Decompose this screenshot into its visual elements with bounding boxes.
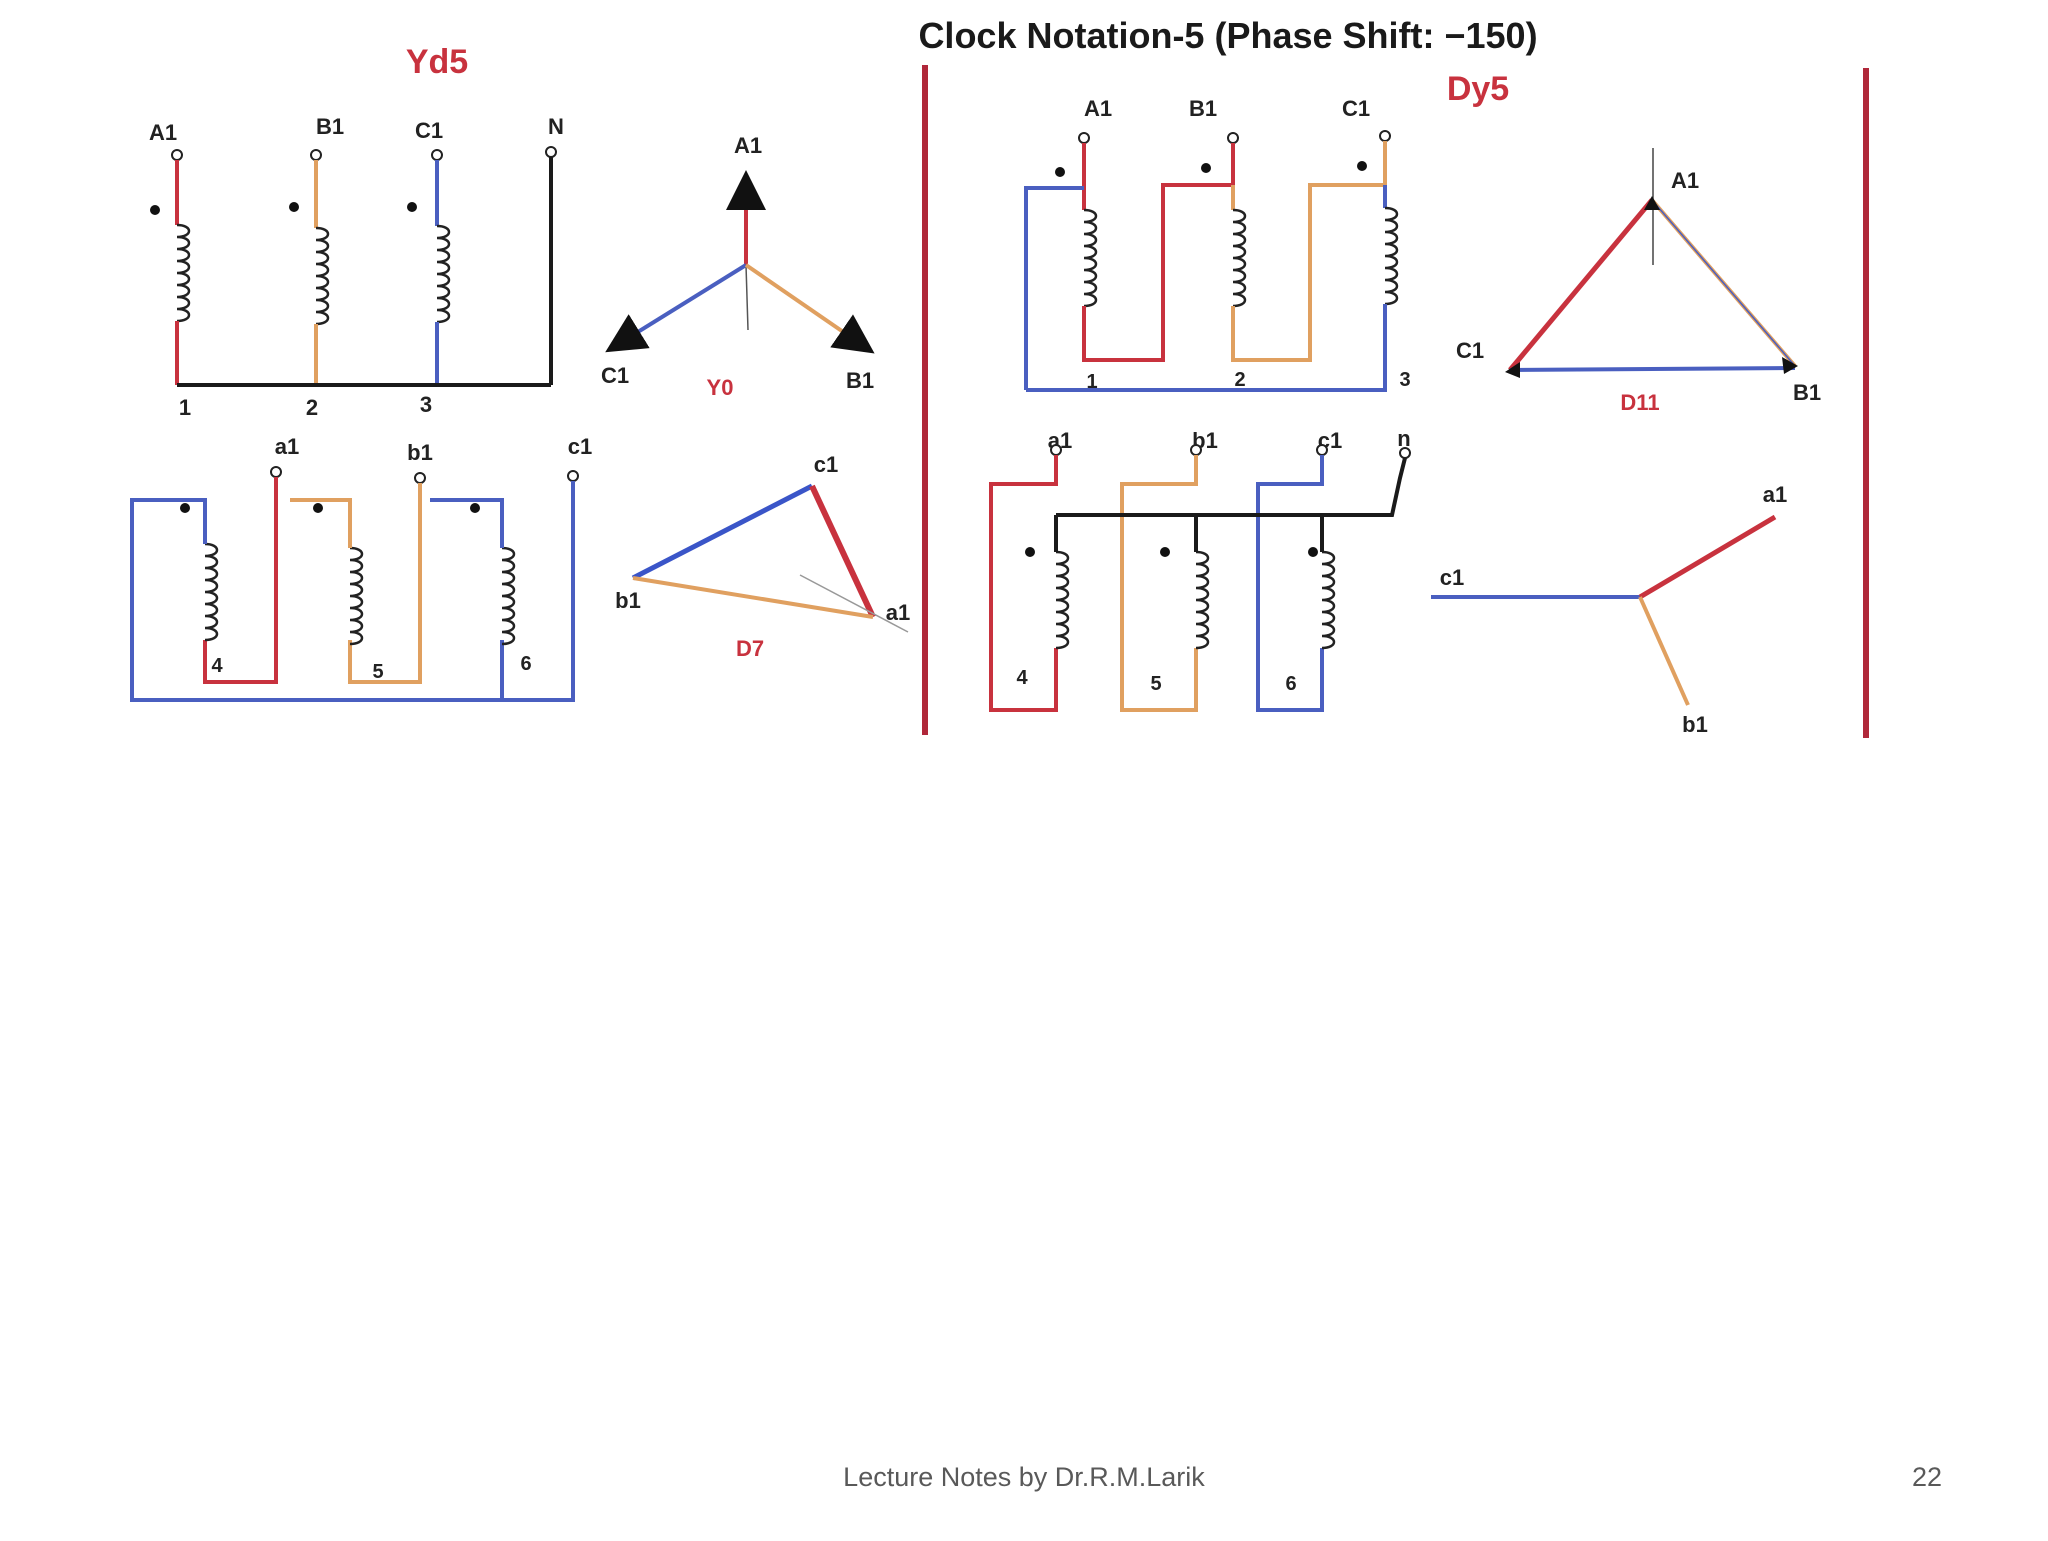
yd5-hv-phasor-label-b1: B1 [846, 368, 874, 393]
dy5-lv-end-4: 4 [1016, 667, 1028, 689]
yd5-title: Yd5 [406, 43, 468, 81]
dy5-lv-terminal-n [1399, 447, 1411, 459]
footer-text: Lecture Notes by Dr.R.M.Larik [843, 1462, 1205, 1492]
yd5-lv-end-5: 5 [372, 661, 383, 683]
dy5-lv-terminal-c1 [1316, 444, 1328, 456]
dy5-hv-end-1: 1 [1086, 371, 1097, 393]
yd5-lv-phasor-label-a1: a1 [886, 600, 910, 625]
dy5-hv-phasor-label-c1: C1 [1456, 338, 1484, 363]
slide-title: Clock Notation-5 (Phase Shift: −150) [918, 15, 1537, 56]
yd5-hv-phasor-group: Y0 [707, 375, 734, 400]
yd5-hv-terminal-c1 [431, 149, 443, 161]
dy5-lv-phasor-label-a1: a1 [1763, 482, 1787, 507]
dy5-hv-label-c1: C1 [1342, 96, 1370, 121]
dy5-hv-label-b1: B1 [1189, 96, 1217, 121]
dy5-title: Dy5 [1447, 70, 1509, 108]
yd5-lv-phasor-label-b1: b1 [615, 588, 641, 613]
yd5-lv-terminal-a1 [270, 466, 282, 478]
dy5-lv-terminal-b1 [1190, 444, 1202, 456]
dy5-hv-winding-c [1026, 161, 1399, 392]
yd5-hv-phasor-label-c1: C1 [601, 363, 629, 388]
yd5-lv-end-4: 4 [211, 655, 223, 677]
yd5-lv-terminal-c1 [567, 470, 579, 482]
yd5-lv-label-c1: c1 [568, 434, 592, 459]
dy5-lv-winding-c [1256, 455, 1336, 712]
dy5-hv-winding-b [1201, 141, 1387, 362]
yd5-lv-winding-c [430, 498, 516, 700]
dy5-hv-phasor-label-a1: A1 [1671, 168, 1699, 193]
yd5-hv-terminal-b1 [310, 149, 322, 161]
dy5-lv-phasor [1431, 514, 1777, 706]
yd5-lv-label-a1: a1 [275, 434, 299, 459]
yd5-hv-phasor [605, 170, 875, 354]
dy5-hv-terminal-b1 [1227, 132, 1239, 144]
yd5-lv-label-b1: b1 [407, 440, 433, 465]
dy5-lv-phasor-label-b1: b1 [1682, 712, 1708, 737]
dy5-lv-terminal-a1 [1050, 444, 1062, 456]
yd5-hv-phasor-label-a1: A1 [734, 133, 762, 158]
dy5-hv-terminal-a1 [1078, 132, 1090, 144]
dy5-lv-end-5: 5 [1150, 673, 1161, 695]
dy5-hv-end-3: 3 [1399, 369, 1410, 391]
yd5-lv-phasor-label-c1: c1 [814, 452, 838, 477]
dy5-hv-phasor-group: D11 [1620, 390, 1659, 415]
page-number: 22 [1911, 1462, 1942, 1492]
yd5-hv-end-1: 1 [179, 395, 191, 420]
yd5-hv-winding-a [150, 160, 191, 385]
yd5-hv-winding-b [289, 160, 330, 385]
dy5-hv-phasor-label-b1: B1 [1793, 380, 1821, 405]
yd5-hv-terminal-n [545, 146, 557, 158]
yd5-hv-terminal-a1 [171, 149, 183, 161]
yd5-hv-end-3: 3 [420, 392, 432, 417]
dy5-hv-phasor [1505, 148, 1798, 378]
dy5-lv-end-6: 6 [1285, 673, 1296, 695]
dy5-lv-label-n: n [1397, 426, 1410, 451]
dy5-hv-label-a1: A1 [1084, 96, 1112, 121]
yd5-hv-label-n: N [548, 114, 564, 139]
dy5-lv-star-point [1056, 457, 1407, 517]
dy5-hv-end-2: 2 [1234, 369, 1245, 391]
yd5-lv-phasor-group: D7 [736, 636, 764, 661]
yd5-hv-label-b1: B1 [316, 114, 344, 139]
dy5-lv-phasor-label-c1: c1 [1440, 565, 1464, 590]
yd5-lv-terminal-b1 [414, 472, 426, 484]
dy5-lv-winding-b [1120, 455, 1210, 712]
yd5-lv-winding-b [290, 483, 422, 684]
dy5-hv-winding-a [1024, 143, 1235, 390]
yd5-hv-winding-c [407, 160, 451, 385]
yd5-hv-label-a1: A1 [149, 120, 177, 145]
yd5-lv-end-6: 6 [520, 653, 531, 675]
dy5-lv-winding-a [989, 455, 1070, 712]
dy5-hv-terminal-c1 [1379, 130, 1391, 142]
yd5-hv-end-2: 2 [306, 395, 318, 420]
yd5-hv-label-c1: C1 [415, 118, 443, 143]
yd5-lv-phasor [631, 483, 909, 633]
yd5-lv-winding-a [130, 477, 575, 702]
